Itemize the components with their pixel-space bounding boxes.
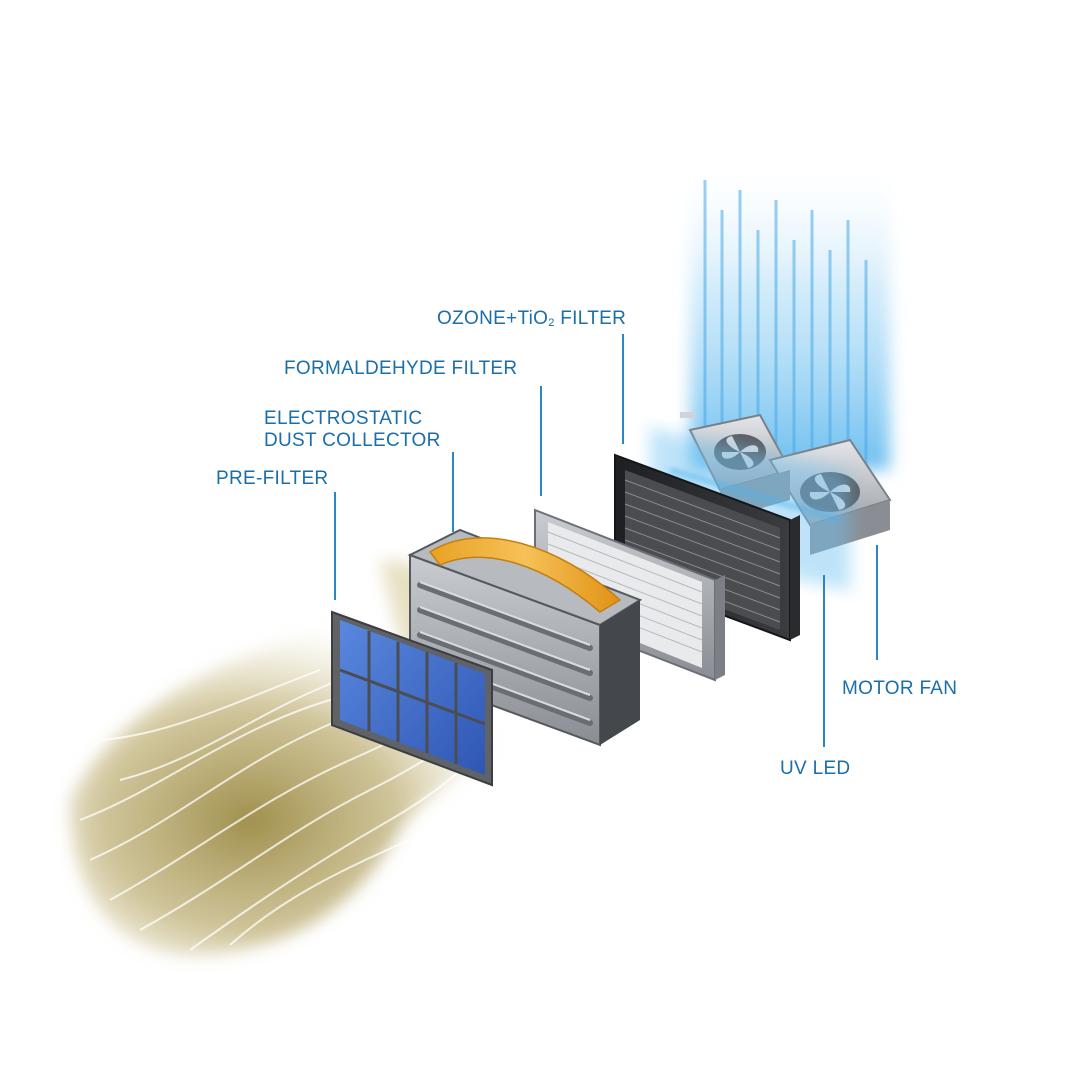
label-uv-led: UV LED — [780, 758, 851, 779]
leader-line-uv-led — [823, 575, 825, 747]
leader-line-electrostatic — [452, 452, 454, 532]
pre-filter — [331, 610, 493, 787]
label-electrostatic-dust-collector: ELECTROSTATIC DUST COLLECTOR — [264, 408, 441, 451]
electrostatic-dust-collector — [407, 528, 643, 747]
clean-air-flow — [690, 170, 890, 480]
leader-line-prefilter — [334, 492, 336, 600]
label-formaldehyde-filter: FORMALDEHYDE FILTER — [284, 358, 518, 379]
leader-line-formaldehyde — [540, 386, 542, 496]
leader-line-ozone — [622, 334, 624, 444]
leader-line-motor-fan — [876, 545, 878, 660]
ozone-tio2-filter — [614, 453, 800, 642]
label-motor-fan: MOTOR FAN — [842, 678, 958, 699]
label-ozone-tio2-filter: OZONE+TiO2 FILTER — [437, 308, 627, 329]
label-pre-filter: PRE-FILTER — [216, 468, 329, 489]
